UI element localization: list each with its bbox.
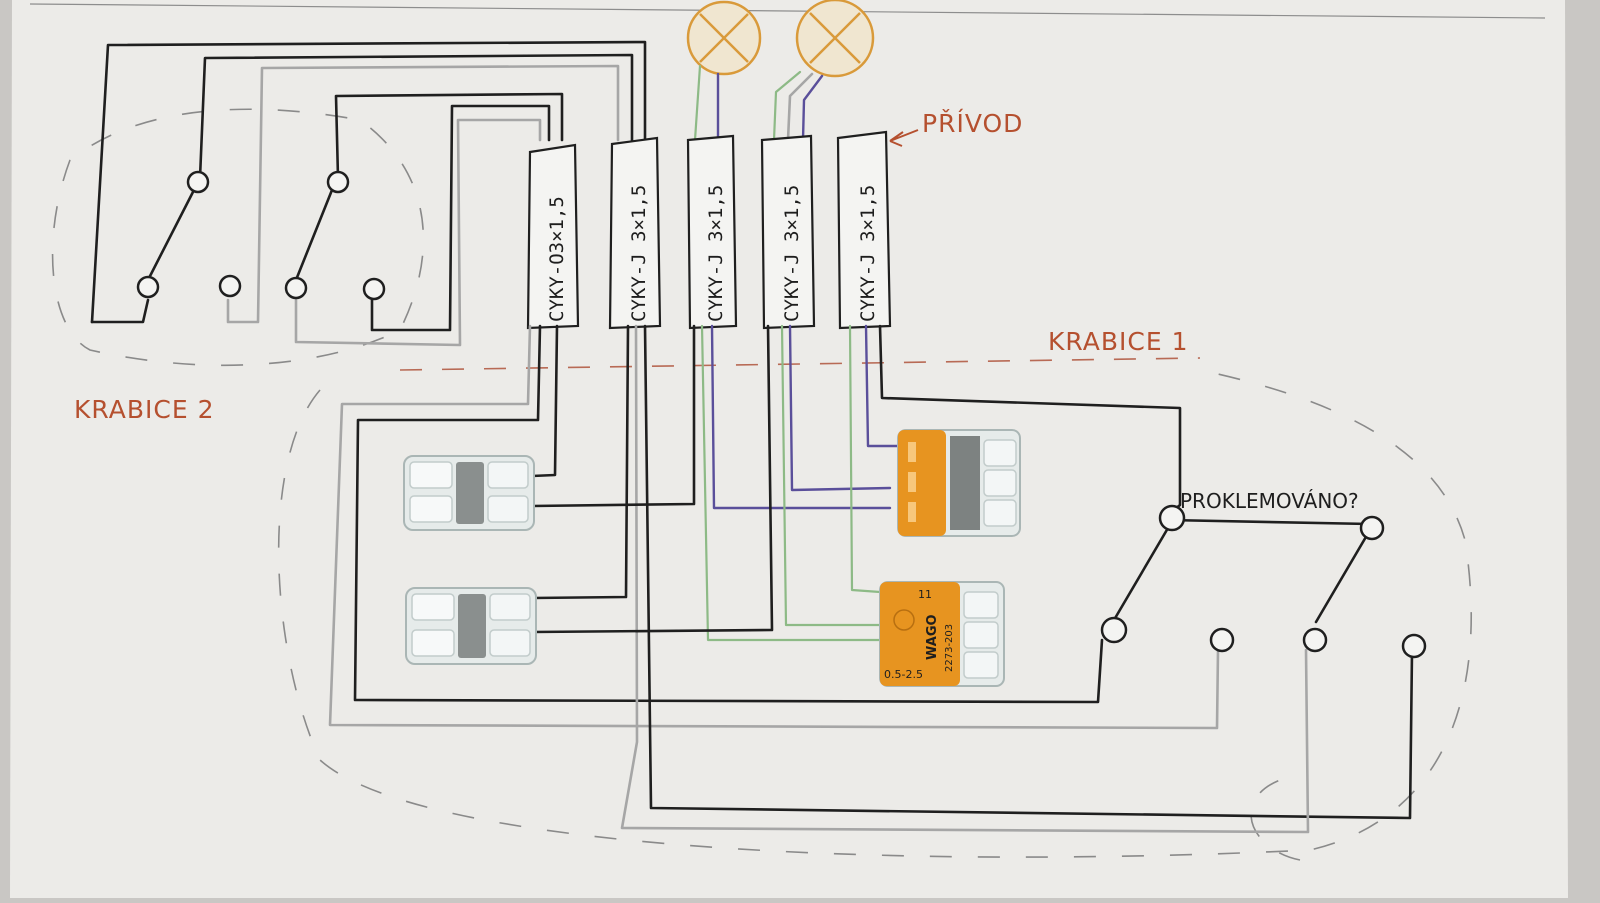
wire-blue-s4 (788, 324, 892, 492)
cable-sleeve-5: CYKY-J 3×1,5 (836, 130, 892, 330)
wire-grey-s1-return (328, 324, 1220, 730)
wire-black-s4 (530, 324, 774, 634)
wago-connector-icon: 11 WAGO 2273-203 0.5-2.5 (879, 581, 1005, 687)
wago-model: 2273-203 (944, 624, 955, 672)
wire-black-s2-long (643, 324, 1414, 820)
wire-grey-s2-long (620, 324, 1310, 834)
box-divider-line (399, 357, 1201, 371)
switch3-terminal-4 (1401, 633, 1427, 659)
cable-label: CYKY-O3×1,5 (546, 196, 568, 322)
wire-blue-s3 (710, 324, 892, 510)
wire-black-s3 (530, 324, 696, 508)
scribble-outline (1250, 779, 1301, 861)
lamp2-lead-green (772, 70, 802, 142)
cable-label: CYKY-J 3×1,5 (705, 185, 727, 322)
switch2-lever (294, 188, 334, 282)
switch1-lever (146, 188, 196, 282)
lamp-icon (795, 0, 875, 78)
cable-sleeve-1: CYKY-O3×1,5 (526, 143, 580, 330)
switch2-terminal-a (284, 276, 308, 300)
switch3-terminal-2 (1209, 627, 1235, 653)
wire-green-s4 (780, 324, 882, 627)
wire-grey-switch2 (294, 118, 542, 347)
wire-black-inner-top (198, 53, 634, 180)
wire-blue-s5 (864, 324, 902, 448)
switch3-terminal-1 (1100, 616, 1128, 644)
cable-sleeve-2: CYKY-J 3×1,5 (608, 136, 662, 330)
wago-connector-icon (405, 587, 537, 665)
box1-outline (277, 369, 1472, 858)
cable-label: CYKY-J 3×1,5 (857, 185, 879, 322)
wire-black-s1-return (353, 324, 1104, 704)
switch1-terminal-b (218, 274, 242, 298)
switch3-lever-a (1112, 526, 1170, 622)
cable-sleeve-4: CYKY-J 3×1,5 (760, 134, 816, 330)
switch3-pivot-a (1158, 504, 1186, 532)
paper-edge-line (29, 3, 1546, 19)
switch2-pivot-terminal (326, 170, 350, 194)
wire-black-switch1-common (90, 298, 150, 324)
lamp-icon (686, 0, 762, 76)
switch1-pivot-terminal (186, 170, 210, 194)
privod-label: PŘÍVOD (922, 109, 1023, 138)
paper-sheet (10, 0, 1568, 898)
box2-outline (51, 108, 425, 367)
arrow-icon (889, 129, 919, 147)
bridged-label: PROKLEMOVÁNO? (1180, 489, 1359, 513)
cable-sleeve-3: CYKY-J 3×1,5 (686, 134, 738, 330)
wago-connector-icon (897, 429, 1021, 537)
switch3-terminal-3 (1302, 627, 1328, 653)
cable-label: CYKY-J 3×1,5 (781, 185, 803, 322)
wire-grey-switch1 (226, 64, 620, 324)
wire-green-s3 (700, 324, 892, 642)
box2-label: KRABICE 2 (74, 395, 214, 424)
wire-black-outer (90, 40, 647, 324)
box1-label: KRABICE 1 (1048, 327, 1188, 356)
wago-rating: 11 (918, 588, 932, 601)
lamp1-lead-green (693, 64, 702, 142)
switch1-terminal-a (136, 275, 160, 299)
switch3-pivot-b (1359, 515, 1385, 541)
wago-brand: WAGO (925, 614, 940, 660)
wago-connector-icon (403, 455, 535, 531)
wire-black-s1-a (530, 324, 559, 478)
wire-black-switch2 (370, 104, 551, 332)
wire-black-switch2-top (334, 92, 564, 180)
wago-range: 0.5-2.5 (884, 668, 923, 681)
wire-black-s2-a (530, 324, 630, 600)
cable-label: CYKY-J 3×1,5 (628, 185, 650, 322)
bridge-wire (1166, 518, 1372, 526)
wire-green-s5 (848, 324, 882, 594)
lamp2-lead-grey (786, 72, 814, 142)
lamp2-lead-blue (801, 74, 824, 142)
switch2-terminal-b (362, 277, 386, 301)
switch3-lever-b (1314, 528, 1372, 624)
